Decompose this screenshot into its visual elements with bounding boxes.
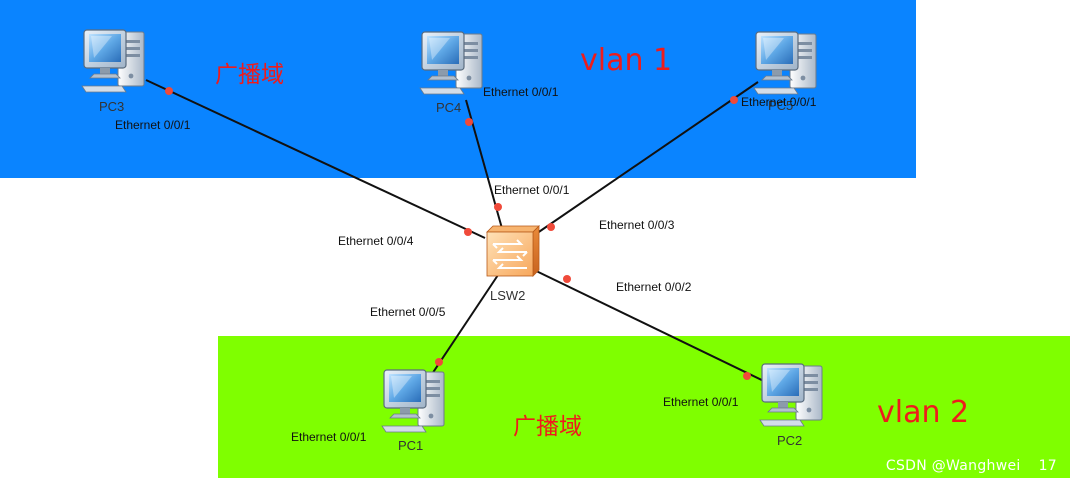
switch-port-label-pc2: Ethernet 0/0/2 xyxy=(616,280,692,294)
pc3-name: PC3 xyxy=(99,99,124,114)
vlan1-label: vlan 1 xyxy=(580,43,672,78)
port-dot xyxy=(563,275,571,283)
link-pc2-lsw2 xyxy=(529,267,771,385)
switch-port-label-pc4: Ethernet 0/0/1 xyxy=(494,183,570,197)
port-dot xyxy=(435,358,443,366)
port-dot xyxy=(547,223,555,231)
switch-port-label-pc5: Ethernet 0/0/3 xyxy=(599,218,675,232)
pc5-port-label: Ethernet 0/0/1 xyxy=(741,95,817,109)
vlan1-broadcast-domain-label: 广播域 xyxy=(215,62,284,88)
vlan2-label: vlan 2 xyxy=(877,395,969,430)
vlan2-broadcast-domain-label: 广播域 xyxy=(513,414,582,440)
port-dot xyxy=(165,87,173,95)
pc4-name: PC4 xyxy=(436,100,461,115)
switch-name: LSW2 xyxy=(490,288,525,303)
pc3-port-label: Ethernet 0/0/1 xyxy=(115,118,191,132)
switch-icon[interactable] xyxy=(486,225,540,277)
link-pc5-lsw2 xyxy=(529,81,759,239)
pc1-name: PC1 xyxy=(398,438,423,453)
pc5-name: PC5 xyxy=(768,98,793,113)
watermark: CSDN @Wanghwei 17 xyxy=(886,458,1057,474)
links xyxy=(145,79,771,393)
vlan2-zone xyxy=(218,336,1070,478)
pc2-port-label: Ethernet 0/0/1 xyxy=(663,395,739,409)
pc2-name: PC2 xyxy=(777,433,802,448)
port-dot xyxy=(743,372,751,380)
switch-port-label-pc1: Ethernet 0/0/5 xyxy=(370,305,446,319)
pc1-port-label: Ethernet 0/0/1 xyxy=(291,430,367,444)
link-pc3-lsw2 xyxy=(145,79,486,239)
port-dots xyxy=(165,87,751,380)
port-dot xyxy=(494,203,502,211)
pc4-port-label: Ethernet 0/0/1 xyxy=(483,85,559,99)
watermark-number: 17 xyxy=(1038,458,1057,474)
port-dot xyxy=(465,118,473,126)
port-dot xyxy=(730,96,738,104)
port-dot xyxy=(464,228,472,236)
watermark-site: CSDN @Wanghwei xyxy=(885,458,1021,474)
switch-port-label-pc3: Ethernet 0/0/4 xyxy=(338,234,414,248)
